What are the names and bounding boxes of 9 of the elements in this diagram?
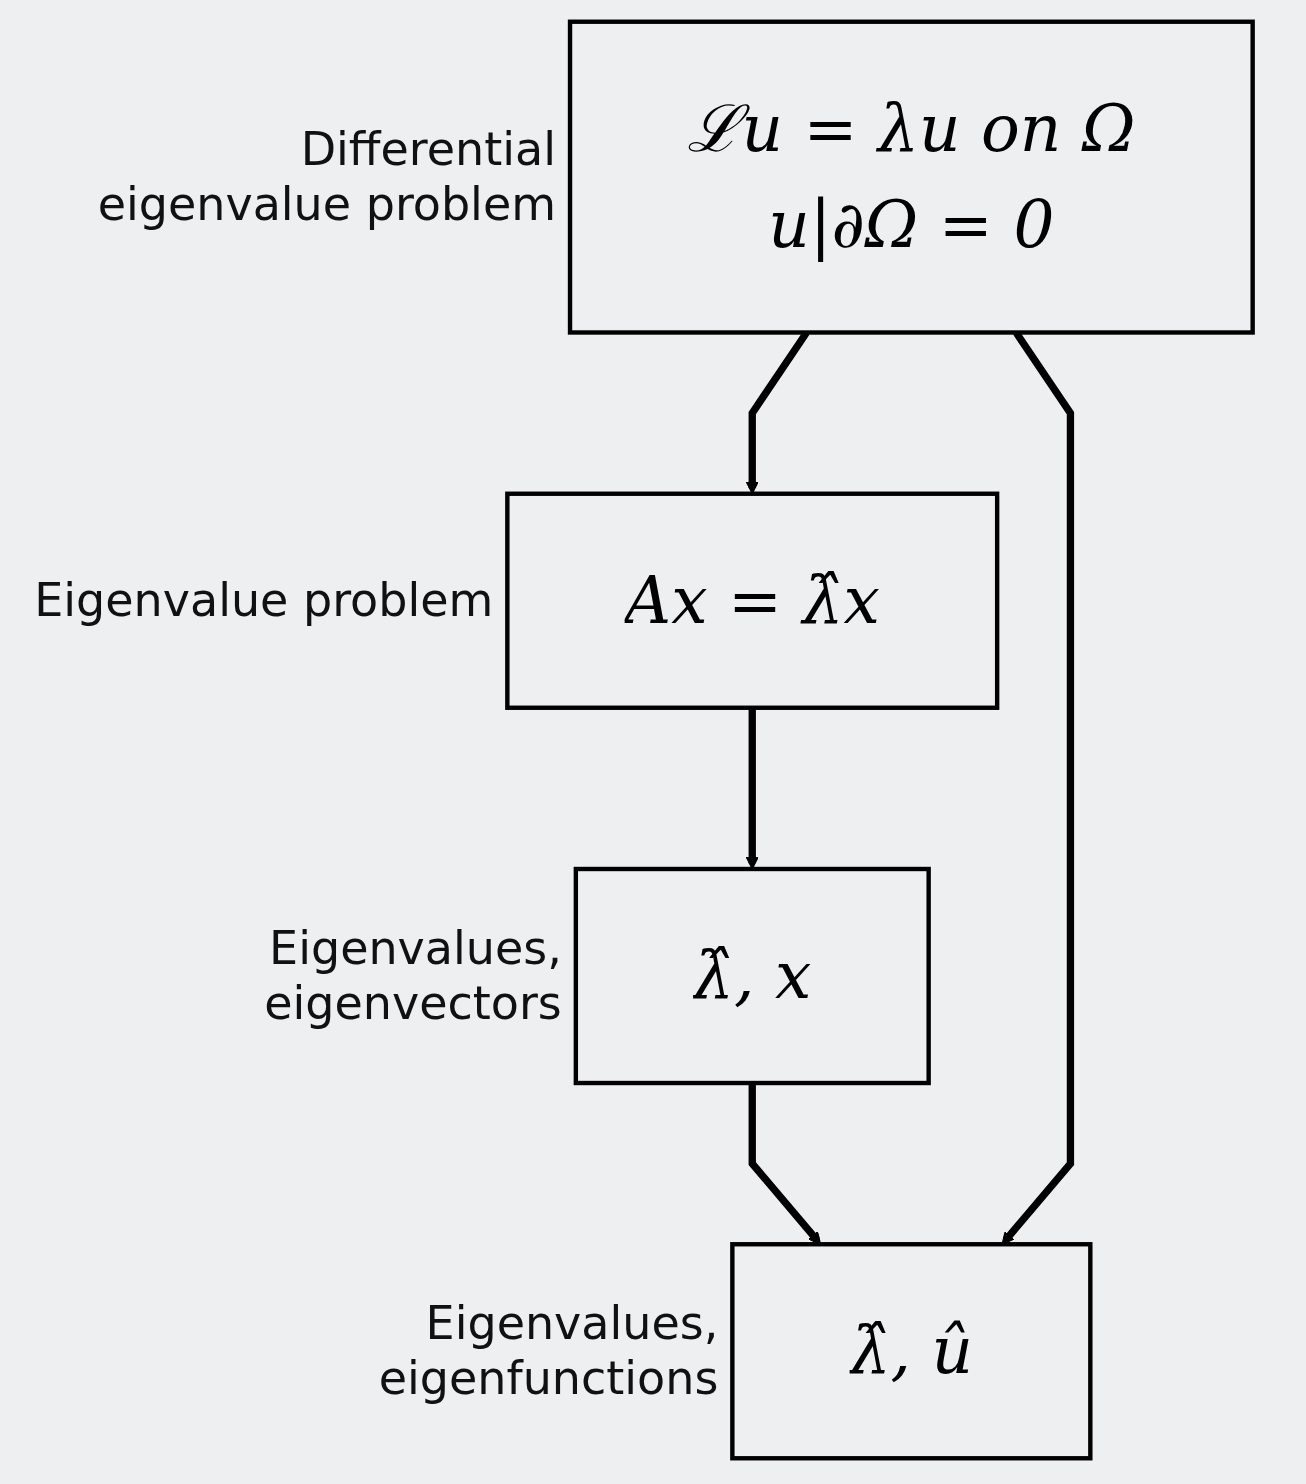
node-box: Ax = λ̂x [505, 491, 1000, 710]
side-label: Eigenvalues, eigenfunctions [377, 1296, 719, 1407]
side-label: Differential eigenvalue problem [96, 122, 556, 233]
node-box: λ̂, x [573, 866, 931, 1086]
node-box: λ̂, û [730, 1242, 1093, 1461]
node-box: ℒu = λu on Ω u|∂Ω = 0 [567, 19, 1255, 335]
arrow [745, 707, 759, 870]
side-label: Eigenvalue problem [33, 573, 494, 629]
side-label: Eigenvalues, eigenvectors [263, 921, 562, 1032]
